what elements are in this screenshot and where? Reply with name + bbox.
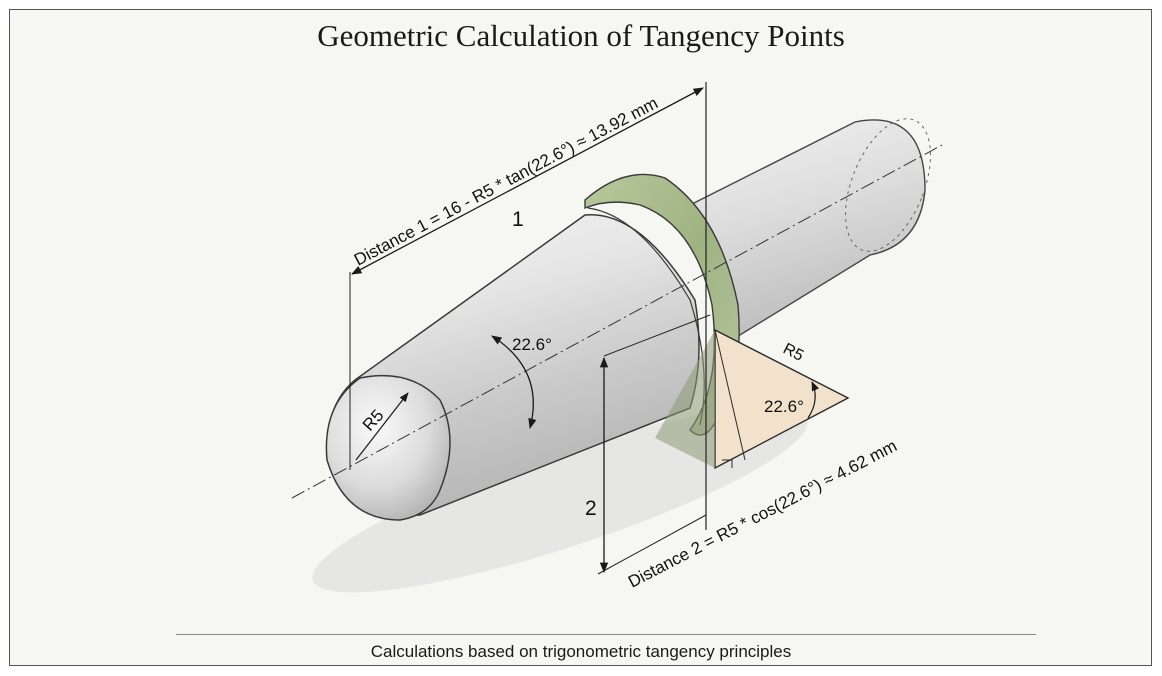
triangle-altitude (714, 329, 746, 461)
marker-1-label: 1 (512, 208, 524, 231)
ground-shadow (312, 407, 808, 593)
marker-2-label: 2 (585, 497, 597, 520)
hemispherical-tip (325, 374, 451, 521)
footer-caption: Calculations based on trigonometric tang… (370, 642, 792, 661)
cone-angle-arc (491, 335, 537, 430)
triangle-radius-label: R5 (780, 340, 806, 364)
distance-2-extension-bottom (597, 514, 707, 575)
triangle-angle-label: 22.6° (764, 397, 804, 416)
footer-divider (176, 634, 1036, 635)
rear-end-face (845, 118, 931, 252)
page-title: Geometric Calculation of Tangency Points (317, 18, 845, 53)
triangle-angle-arc (807, 381, 820, 419)
cone-angle-label: 22.6° (512, 335, 552, 354)
triangle-shadow-face (655, 330, 715, 468)
centre-axis (291, 144, 943, 499)
tip-radius-leader (355, 392, 409, 461)
distance-1-dimension-line (351, 87, 704, 275)
right-angle-mark (722, 459, 733, 468)
distance-2-extension-top (603, 314, 711, 357)
